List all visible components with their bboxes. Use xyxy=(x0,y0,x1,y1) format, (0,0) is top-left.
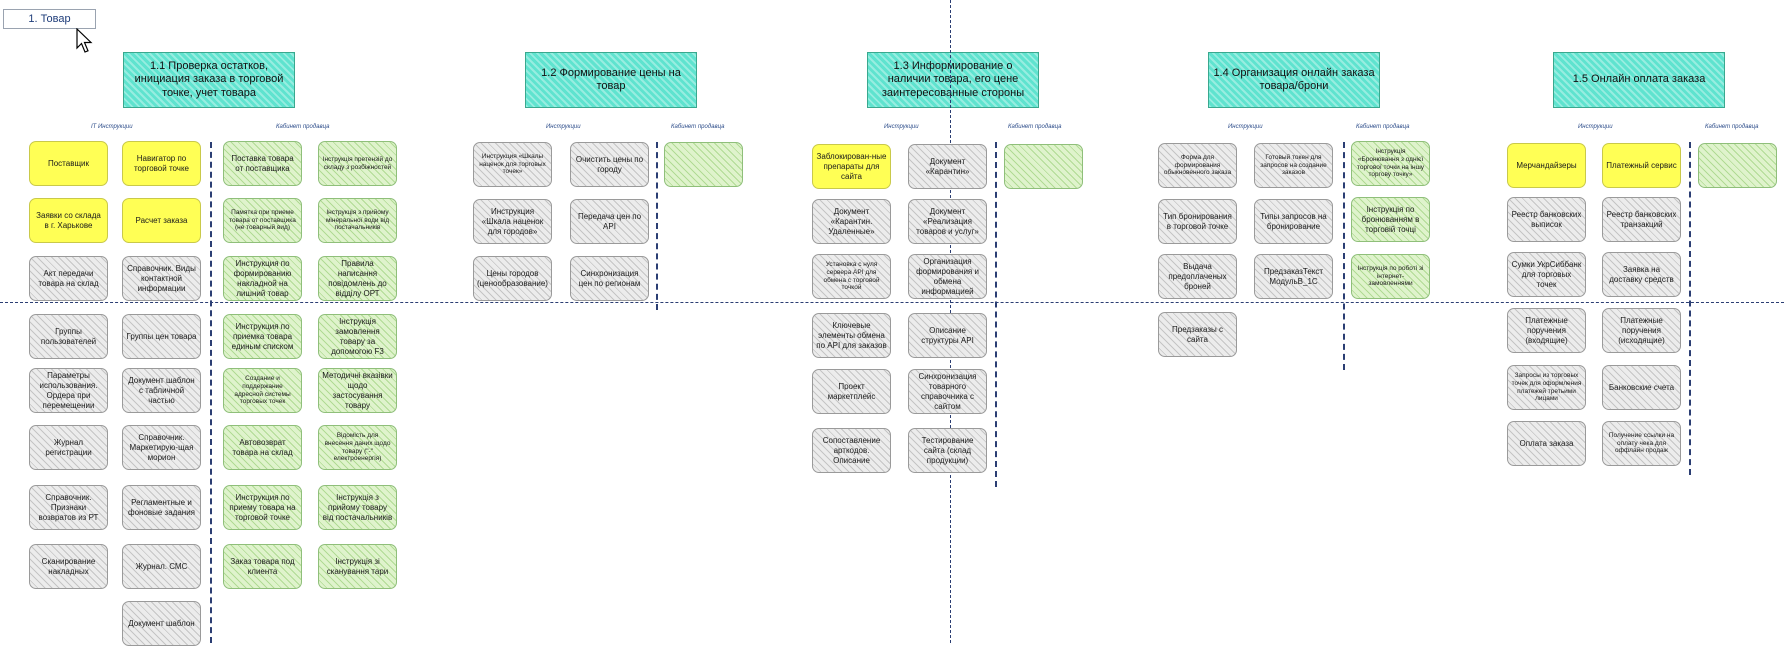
section-1-3-right-label: Кабинет продавца xyxy=(1008,124,1062,130)
section-1-2-header: 1.2 Формирование цены на товар xyxy=(525,52,697,108)
diagram-node[interactable]: Цены городов (ценообразование) xyxy=(473,256,552,301)
diagram-node[interactable]: Оплата заказа xyxy=(1507,421,1586,466)
diagram-node[interactable]: Документ «Карантин» xyxy=(908,144,987,189)
diagram-node[interactable]: Документ шаблон с табличной частью xyxy=(122,368,201,413)
diagram-node[interactable]: Заявки со склада в г. Харькове xyxy=(29,198,108,243)
diagram-node[interactable]: Сопоставление арткодов. Описание xyxy=(812,428,891,473)
diagram-node[interactable]: Типы запросов на бронирование xyxy=(1254,199,1333,244)
diagram-node[interactable]: Інструкція по бронюванням в торговій точ… xyxy=(1351,197,1430,242)
diagram-node[interactable]: Установка с нуля сервера API для обмена … xyxy=(812,254,891,299)
diagram-node[interactable]: Создание и поддержание адресной системы … xyxy=(223,368,302,413)
diagram-node[interactable]: Заблокирован-ные препараты для сайта xyxy=(812,144,891,189)
empty-seller-cabinet-node[interactable] xyxy=(1004,144,1083,189)
section-1-4-left-label: Инструкции xyxy=(1228,124,1263,130)
diagram-node[interactable]: Регламентные и фоновые задания xyxy=(122,485,201,530)
diagram-node[interactable]: Відомість для внесення даних щодо товару… xyxy=(318,425,397,470)
diagram-node[interactable]: Инструкция по приемка товара единым спис… xyxy=(223,314,302,359)
section-1-1-header: 1.1 Проверка остатков, инициация заказа … xyxy=(123,52,295,108)
diagram-node[interactable]: Навигатор по торговой точке xyxy=(122,141,201,186)
diagram-node[interactable]: Запросы из торговых точек для оформления… xyxy=(1507,365,1586,410)
diagram-node[interactable]: Инструкция «Шкала наценок для городов» xyxy=(473,199,552,244)
section-1-5-divider xyxy=(1689,142,1691,475)
diagram-node[interactable]: Синхронизация цен по регионам xyxy=(570,256,649,301)
diagram-node[interactable]: Передача цен по API xyxy=(570,199,649,244)
section-1-4-right-label: Кабинет продавца xyxy=(1356,124,1410,130)
section-1-4-header: 1.4 Организация онлайн заказа товара/бро… xyxy=(1208,52,1380,108)
section-1-2-right-label: Кабинет продавца xyxy=(671,124,725,130)
diagram-node[interactable]: Выдача предоплаченых броней xyxy=(1158,254,1237,299)
section-1-1-right-label: Кабинет продавца xyxy=(276,124,330,130)
diagram-node[interactable]: Заявка на доставку средств xyxy=(1602,252,1681,297)
diagram-node[interactable]: Описание структуры API xyxy=(908,313,987,358)
section-1-5-right-label: Кабинет продавца xyxy=(1705,124,1759,130)
diagram-node[interactable]: Сумки УкрСиббанк для торговых точек xyxy=(1507,252,1586,297)
diagram-node[interactable]: Готовый токен для запросов на создание з… xyxy=(1254,143,1333,188)
diagram-node[interactable]: Поставка товара от поставщика xyxy=(223,141,302,186)
diagram-node[interactable]: Параметры использования. Ордера при пере… xyxy=(29,368,108,413)
diagram-node[interactable]: Інструкція «Бронювання з однієї торгової… xyxy=(1351,141,1430,186)
diagram-node[interactable]: Инструкция по формированию накладной на … xyxy=(223,256,302,301)
diagram-node[interactable]: Методичні вказівки щодо застосування тов… xyxy=(318,368,397,413)
diagram-node[interactable]: Расчет заказа xyxy=(122,198,201,243)
empty-seller-cabinet-node[interactable] xyxy=(664,142,743,187)
empty-seller-cabinet-node[interactable] xyxy=(1698,143,1777,188)
section-1-1-left-label: IT Инструкции xyxy=(91,124,133,130)
diagram-node[interactable]: Документ «Карантин. Удаленные» xyxy=(812,199,891,244)
diagram-node[interactable]: Проект маркетплейс xyxy=(812,369,891,414)
diagram-node[interactable]: Форма для формирования обыкновенного зак… xyxy=(1158,143,1237,188)
diagram-node[interactable]: Справочник. Виды контактной информации xyxy=(122,256,201,301)
diagram-node[interactable]: Банковские счета xyxy=(1602,365,1681,410)
diagram-node[interactable]: Акт передачи товара на склад xyxy=(29,256,108,301)
diagram-node[interactable]: Синхронизация товарного справочника с са… xyxy=(908,369,987,414)
diagram-node[interactable]: Інструкція зі сканування тари xyxy=(318,544,397,589)
diagram-node[interactable]: Получение ссылки на оплату чека для оффл… xyxy=(1602,421,1681,466)
diagram-node[interactable]: Группы пользователей xyxy=(29,314,108,359)
diagram-node[interactable]: Справочник. Признаки возвратов из РТ xyxy=(29,485,108,530)
section-1-2-divider xyxy=(656,142,658,310)
section-1-1-divider xyxy=(210,142,212,643)
diagram-node[interactable]: Реестр банковских выписок xyxy=(1507,197,1586,242)
diagram-node[interactable]: Журнал. СМС xyxy=(122,544,201,589)
diagram-node[interactable]: Ключевые элементы обмена по API для зака… xyxy=(812,313,891,358)
section-1-5-left-label: Инструкции xyxy=(1578,124,1613,130)
diagram-node[interactable]: Памятка при приеме товара от поставщика … xyxy=(223,198,302,243)
diagram-node[interactable]: Інструкція по роботі зі інтернет-замовле… xyxy=(1351,254,1430,299)
mouse-cursor-icon xyxy=(76,28,93,53)
diagram-node[interactable]: Інструкція з прийому товару від постачал… xyxy=(318,485,397,530)
diagram-node[interactable]: Платежные поручения (исходящие) xyxy=(1602,308,1681,353)
diagram-node[interactable]: ПредзаказТекст МодульВ_1С xyxy=(1254,254,1333,299)
diagram-node[interactable]: Мерчандайзеры xyxy=(1507,143,1586,188)
diagram-node[interactable]: Платежный сервис xyxy=(1602,143,1681,188)
diagram-node[interactable]: Заказ товара под клиента xyxy=(223,544,302,589)
diagram-node[interactable]: Реестр банковских транзакций xyxy=(1602,197,1681,242)
section-1-3-divider xyxy=(995,142,997,487)
tab-tovar-button[interactable]: 1. Товар xyxy=(3,9,96,29)
diagram-node[interactable]: Сканирование накладных xyxy=(29,544,108,589)
diagram-node[interactable]: Тип бронирования в торговой точке xyxy=(1158,199,1237,244)
diagram-node[interactable]: Правила написання повідомлень до відділу… xyxy=(318,256,397,301)
section-1-3-left-label: Инструкции xyxy=(884,124,919,130)
diagram-node[interactable]: Группы цен товара xyxy=(122,314,201,359)
diagram-node[interactable]: Автовозврат товара на склад xyxy=(223,425,302,470)
section-1-3-header: 1.3 Информирование о наличии товара, его… xyxy=(867,52,1039,108)
horizontal-divider xyxy=(0,302,1784,303)
diagram-node[interactable]: Інструкція претензій до складу з розбіжн… xyxy=(318,141,397,186)
diagram-node[interactable]: Справочник. Маркетирую-щая морион xyxy=(122,425,201,470)
diagram-node[interactable]: Организация формирования и обмена информ… xyxy=(908,254,987,299)
diagram-node[interactable]: Журнал регистрации xyxy=(29,425,108,470)
diagram-node[interactable]: Інструкція з прийому мінеральної води ві… xyxy=(318,198,397,243)
diagram-node[interactable]: Очистить цены по городу xyxy=(570,142,649,187)
section-1-4-divider xyxy=(1343,142,1345,370)
diagram-node[interactable]: Документ «Реализация товаров и услуг» xyxy=(908,199,987,244)
diagram-node[interactable]: Инструкция по приему товара на торговой … xyxy=(223,485,302,530)
diagram-node[interactable]: Предзаказы с сайта xyxy=(1158,312,1237,357)
section-1-5-header: 1.5 Онлайн оплата заказа xyxy=(1553,52,1725,108)
diagram-node[interactable]: Инструкция «Шкалы наценок для торговых т… xyxy=(473,142,552,187)
diagram-node[interactable]: Інструкція замовлення товару за допомого… xyxy=(318,314,397,359)
section-1-2-left-label: Инструкции xyxy=(546,124,581,130)
diagram-node[interactable]: Тестирование сайта (склад продукции) xyxy=(908,428,987,473)
diagram-node[interactable]: Платежные поручения (входящие) xyxy=(1507,308,1586,353)
diagram-node[interactable]: Документ шаблон xyxy=(122,601,201,646)
diagram-node[interactable]: Поставщик xyxy=(29,141,108,186)
